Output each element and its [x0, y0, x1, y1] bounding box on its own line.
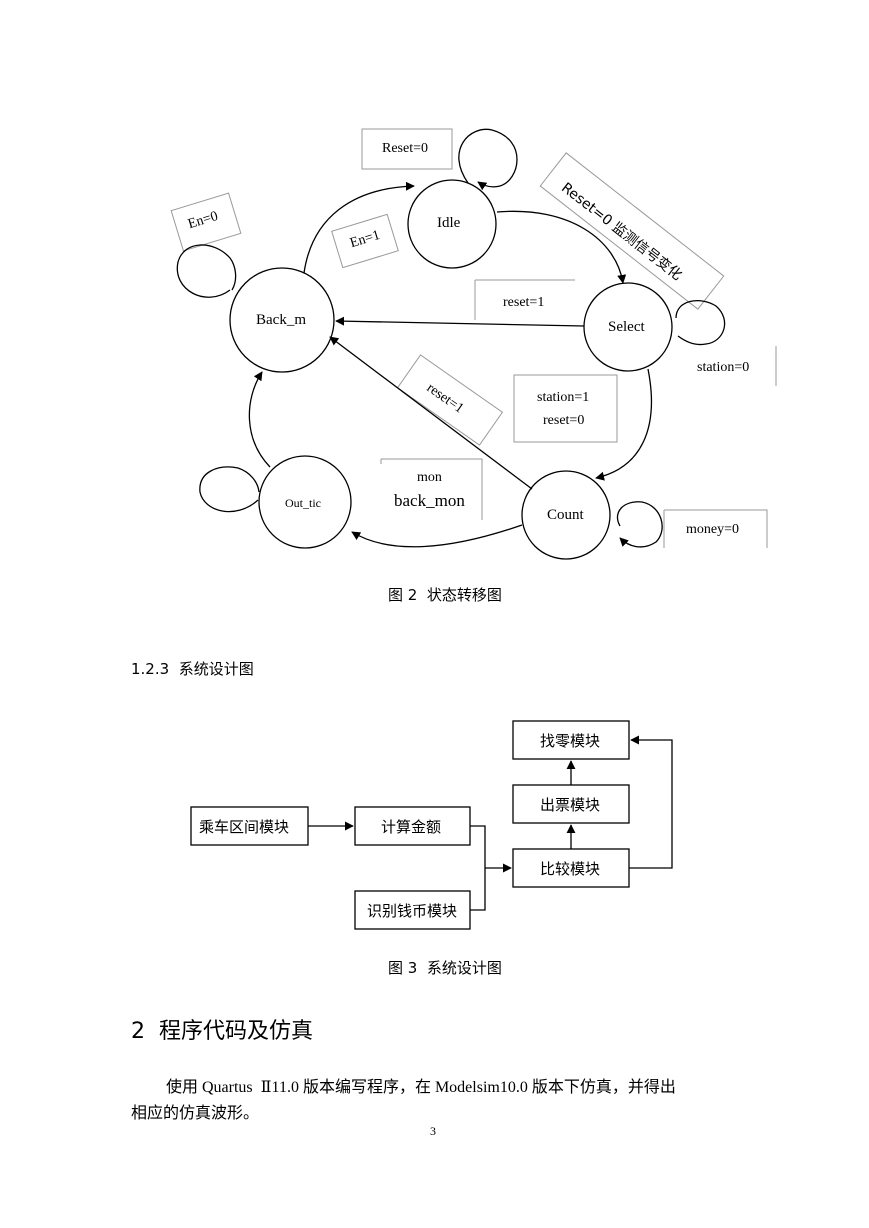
block-label-compare: 比较模块 — [540, 860, 601, 878]
state-select — [583, 282, 673, 372]
figure-2-caption: 图 2 状态转移图 — [388, 586, 502, 604]
paragraph-line-2: 相应的仿真波形。 — [131, 1105, 260, 1122]
paragraph-line-1: 使用 Quartus Ⅱ11.0 版本编写程序，在 Modelsim10.0 版… — [166, 1079, 676, 1096]
label-box-reset0-idle — [361, 128, 453, 170]
label-box-reset0-monitor — [539, 152, 725, 310]
label-reset0-idle: Reset=0 — [382, 141, 428, 156]
state-label-count: Count — [547, 507, 584, 523]
state-count — [521, 470, 611, 560]
state-label-select: Select — [608, 319, 645, 335]
arrow-back-m-to-idle — [303, 181, 415, 274]
arrow-select-to-back-m — [335, 316, 585, 327]
self-loop-select — [675, 300, 726, 346]
block-label-ticket: 出票模块 — [540, 796, 601, 814]
section-heading-2: 2 程序代码及仿真 — [131, 1019, 313, 1044]
label-reset0-count: reset=0 — [543, 413, 585, 428]
block-label-zone: 乘车区间模块 — [199, 818, 290, 836]
arrow-count-to-back-m — [329, 336, 533, 490]
page-number: 3 — [430, 1124, 436, 1138]
label-station0: station=0 — [697, 360, 750, 375]
state-label-back-m: Back_m — [256, 312, 306, 328]
self-loop-out-tic — [199, 466, 260, 513]
self-loop-back-m — [176, 244, 237, 298]
label-box-station1 — [513, 374, 618, 443]
arrow-compare-to-change — [629, 735, 673, 869]
label-box-money0 — [663, 509, 768, 548]
arrow-select-to-count — [595, 368, 652, 481]
section-heading-1-2-3: 1.2.3 系统设计图 — [131, 660, 254, 678]
system-design-diagram — [190, 720, 673, 930]
arrow-idle-to-select — [496, 210, 627, 284]
state-label-idle: Idle — [437, 215, 461, 231]
state-idle — [407, 179, 497, 269]
label-station1: station=1 — [537, 390, 590, 405]
state-back-m — [229, 267, 335, 373]
state-label-out-tic: Out_tic — [285, 496, 321, 510]
label-box-en0 — [170, 192, 242, 252]
block-label-coin: 识别钱币模块 — [367, 902, 458, 920]
block-change — [512, 720, 630, 760]
block-label-calc: 计算金额 — [381, 818, 442, 836]
line-calc-to-merge — [470, 825, 486, 911]
label-box-mon — [380, 458, 483, 520]
label-box-reset1-count — [396, 354, 504, 446]
label-reset1-select: reset=1 — [503, 295, 545, 310]
arrow-count-to-out-tic — [351, 524, 523, 548]
self-loop-count — [616, 501, 663, 548]
label-money0: money=0 — [686, 522, 739, 537]
label-box-en1 — [331, 213, 399, 269]
figure-3-caption: 图 3 系统设计图 — [388, 959, 502, 977]
self-loop-idle — [458, 128, 518, 191]
label-back-mon: back_mon — [394, 491, 465, 510]
block-label-change: 找零模块 — [540, 732, 601, 750]
state-transition-diagram — [170, 128, 777, 560]
arrow-out-tic-to-back-m — [248, 371, 271, 468]
label-mon: mon — [417, 470, 442, 485]
state-out-tic — [258, 455, 352, 549]
label-box-reset1-select — [474, 279, 575, 320]
